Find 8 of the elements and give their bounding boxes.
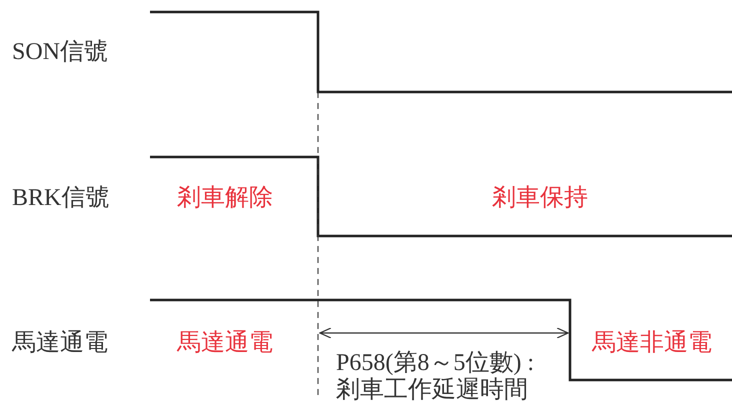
state-label: 剎車解除 [177,184,273,212]
dimension-label: P658(第8～5位數) :剎車工作延遲時間 [336,350,535,404]
signal-label: 馬達通電 [12,329,108,357]
state-label: 馬達非通電 [592,329,712,357]
state-label: 馬達通電 [177,329,273,357]
state-label: 剎車保持 [492,184,588,212]
signal-label: BRK信號 [12,184,110,212]
signal-label: SON信號 [12,38,108,66]
